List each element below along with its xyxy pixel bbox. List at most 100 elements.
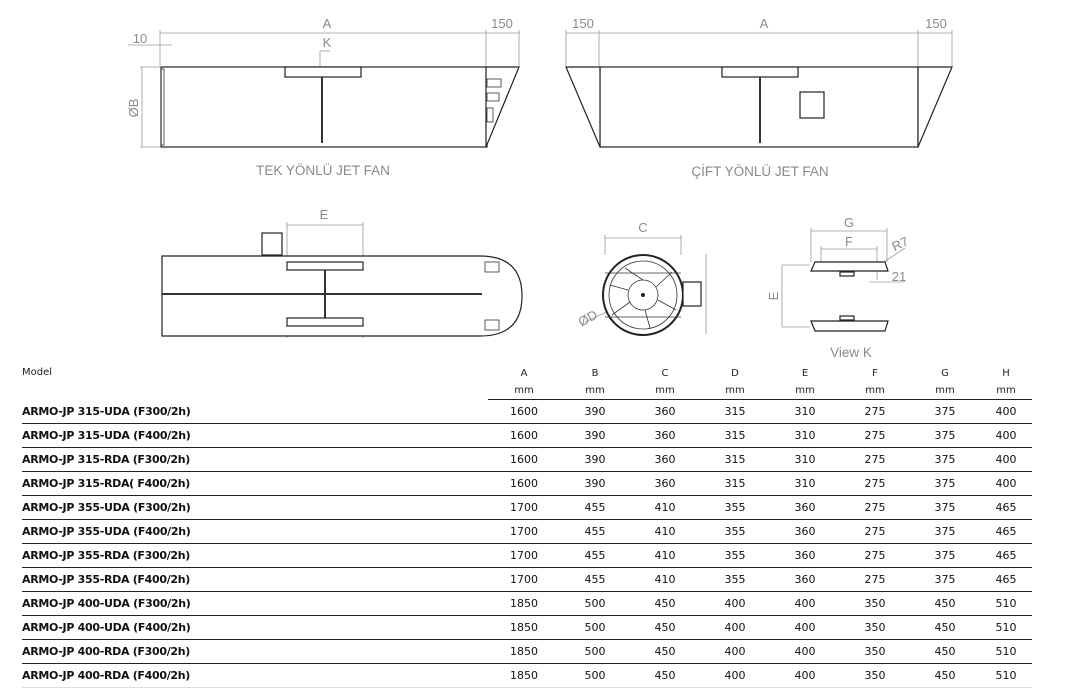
unit-label: mm: [700, 382, 770, 400]
dim-150-left-label: 150: [572, 16, 594, 31]
dimension-cell-d: 400: [700, 639, 770, 664]
dimension-cell-b: 455: [560, 567, 630, 592]
dimension-cell-d: 400: [700, 615, 770, 640]
dim-g-label: G: [844, 215, 854, 230]
dimension-cell-a: 1700: [488, 495, 560, 520]
dimension-cell-a: 1600: [488, 399, 560, 424]
dimension-cell-b: 500: [560, 639, 630, 664]
dimension-cell-f: 275: [840, 423, 910, 448]
dimension-cell-h: 400: [980, 399, 1032, 424]
column-header: E: [801, 368, 809, 379]
dimension-cell-g: 375: [910, 567, 980, 592]
dimension-cell-f: 350: [840, 615, 910, 640]
dimension-cell-c: 450: [630, 639, 700, 664]
dim-a-label: A: [760, 16, 769, 31]
double-direction-fan-drawing: 150 A 150 ÇİFT YÖNLÜ JET FAN: [565, 16, 953, 179]
unit-label: mm: [630, 382, 700, 400]
dimension-cell-f: 275: [840, 447, 910, 472]
unit-label: mm: [770, 382, 840, 400]
column-header: H: [1002, 368, 1010, 379]
dimension-cell-a: 1850: [488, 639, 560, 664]
dim-a-label: A: [323, 16, 332, 31]
dimension-cell-c: 410: [630, 519, 700, 544]
dimension-cell-h: 465: [980, 519, 1032, 544]
dimension-cell-a: 1600: [488, 423, 560, 448]
dimension-cell-b: 455: [560, 519, 630, 544]
table-unit-row: mm mm mm mm mm mm mm mm: [22, 382, 1032, 400]
dimension-cell-e: 400: [770, 639, 840, 664]
dimension-cell-g: 375: [910, 543, 980, 568]
dimension-cell-b: 500: [560, 663, 630, 688]
model-name-cell: ARMO-JP 355-RDA (F300/2h): [22, 543, 488, 568]
dimension-cell-e: 400: [770, 663, 840, 688]
model-name-cell: ARMO-JP 400-UDA (F300/2h): [22, 591, 488, 616]
dimension-cell-d: 355: [700, 495, 770, 520]
technical-drawings: A K 10 150 ØB TEK YÖNLÜ JET FAN 150 A 15…: [126, 16, 953, 360]
dim-f-label: F: [845, 234, 853, 249]
dimension-cell-g: 375: [910, 399, 980, 424]
dimension-cell-c: 360: [630, 471, 700, 496]
single-fan-caption: TEK YÖNLÜ JET FAN: [256, 163, 390, 178]
dimension-cell-e: 310: [770, 447, 840, 472]
dim-150-right-label: 150: [925, 16, 947, 31]
dimension-cell-h: 400: [980, 423, 1032, 448]
dimension-cell-d: 355: [700, 543, 770, 568]
column-header: G: [941, 368, 949, 379]
dimension-cell-e: 310: [770, 423, 840, 448]
table-header-row: Model A B C D E F G H: [22, 365, 1032, 382]
dimension-cell-c: 360: [630, 399, 700, 424]
dimension-cell-a: 1700: [488, 519, 560, 544]
dimension-cell-g: 450: [910, 591, 980, 616]
dim-e-label: E: [320, 207, 329, 222]
dimension-cell-d: 315: [700, 447, 770, 472]
dimension-cell-c: 450: [630, 591, 700, 616]
dimension-cell-d: 400: [700, 591, 770, 616]
dimension-cell-f: 350: [840, 663, 910, 688]
dimension-cell-g: 450: [910, 615, 980, 640]
dimension-cell-e: 360: [770, 543, 840, 568]
dimension-cell-d: 400: [700, 663, 770, 688]
dim-150-label: 150: [491, 16, 513, 31]
column-header: C: [661, 368, 669, 379]
dimension-cell-b: 390: [560, 447, 630, 472]
dim-b-label: ØB: [126, 99, 141, 118]
model-name-cell: ARMO-JP 315-UDA (F300/2h): [22, 399, 488, 424]
dimension-cell-b: 500: [560, 591, 630, 616]
dimension-cell-h: 465: [980, 495, 1032, 520]
model-name-cell: ARMO-JP 355-UDA (F400/2h): [22, 519, 488, 544]
dimension-cell-e: 400: [770, 591, 840, 616]
dimension-cell-h: 510: [980, 591, 1032, 616]
dimension-cell-d: 355: [700, 519, 770, 544]
dimension-cell-c: 360: [630, 423, 700, 448]
dim-21-label: 21: [892, 269, 906, 284]
dimension-cell-g: 375: [910, 447, 980, 472]
dimension-cell-d: 315: [700, 423, 770, 448]
dimension-cell-f: 350: [840, 639, 910, 664]
dim-r7-label: R7: [889, 234, 910, 255]
column-header: B: [591, 368, 599, 379]
dimension-cell-b: 390: [560, 423, 630, 448]
side-view-drawing: E: [161, 207, 523, 338]
dimension-cell-e: 310: [770, 399, 840, 424]
model-header: Model: [22, 367, 53, 378]
dimension-cell-h: 510: [980, 639, 1032, 664]
dimension-cell-f: 275: [840, 399, 910, 424]
dimension-cell-g: 450: [910, 639, 980, 664]
column-header: A: [520, 368, 528, 379]
dimension-cell-e: 360: [770, 567, 840, 592]
single-direction-fan-drawing: A K 10 150 ØB TEK YÖNLÜ JET FAN: [126, 16, 520, 178]
dimension-cell-d: 355: [700, 567, 770, 592]
dimension-cell-a: 1700: [488, 543, 560, 568]
front-view-drawing: C ØD: [576, 220, 707, 336]
dimension-cell-d: 315: [700, 471, 770, 496]
model-name-cell: ARMO-JP 315-RDA (F300/2h): [22, 447, 488, 472]
dimension-cell-h: 510: [980, 615, 1032, 640]
double-fan-caption: ÇİFT YÖNLÜ JET FAN: [691, 164, 828, 179]
unit-label: mm: [488, 382, 560, 400]
